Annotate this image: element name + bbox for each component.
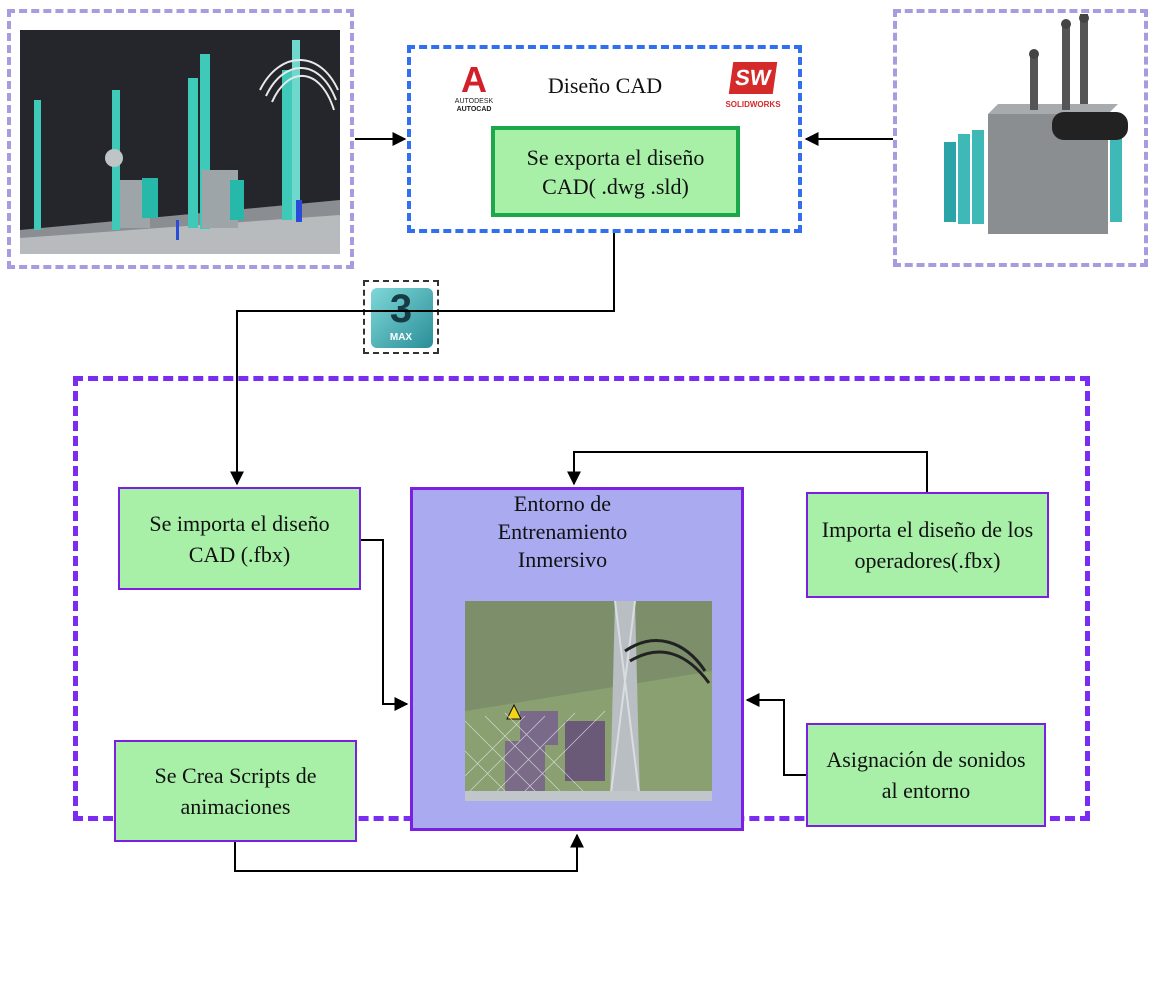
3dsmax-logo-tile: [371, 288, 433, 348]
right-image-frame: [893, 9, 1148, 267]
arrow-operators-to-center: [567, 451, 928, 492]
autocad-logo-line2: AUTOCAD: [456, 106, 492, 113]
3dsmax-logo: 3 MAX: [363, 280, 439, 354]
solidworks-logo-brand: SOLIDWORKS: [725, 100, 781, 109]
3dsmax-logo-number: 3: [389, 287, 413, 331]
cad-design-frame: [407, 45, 802, 233]
autocad-logo: A AUTODESK AUTOCAD: [444, 62, 504, 114]
3dsmax-logo-text: MAX: [389, 332, 413, 343]
export-cad-box: Se exporta el diseño CAD( .dwg .sld): [491, 126, 740, 217]
autocad-logo-line1: AUTODESK: [454, 98, 494, 105]
solidworks-logo: SW SOLIDWORKS: [718, 62, 788, 122]
import-cad-text: Se importa el diseño CAD (.fbx): [149, 510, 330, 567]
arrow-export-to-import: [230, 233, 615, 486]
import-operators-box: Importa el diseño de los operadores(.fbx…: [806, 492, 1049, 598]
vr-substation-image: [465, 601, 712, 801]
cad-design-title: Diseño CAD: [547, 73, 663, 98]
autocad-logo-letter: A: [461, 59, 487, 100]
arrow-sounds-to-center: [745, 693, 806, 776]
assign-sounds-text: Asignación de sonidos al entorno: [826, 747, 1026, 803]
import-cad-box: Se importa el diseño CAD (.fbx): [118, 487, 361, 590]
animation-scripts-text: Se Crea Scripts de animaciones: [154, 763, 317, 819]
arrow-scripts-to-center: [234, 833, 584, 872]
left-image-frame: [7, 9, 354, 269]
arrow-import-to-center: [361, 539, 409, 711]
assign-sounds-box: Asignación de sonidos al entorno: [806, 723, 1046, 827]
animation-scripts-box: Se Crea Scripts de animaciones: [114, 740, 357, 842]
immersive-environment-title: Entorno de Entrenamiento Inmersivo: [497, 491, 628, 572]
transformer-image: [944, 14, 1128, 234]
export-cad-text: Se exporta el diseño CAD( .dwg .sld): [526, 144, 705, 199]
import-operators-text: Importa el diseño de los operadores(.fbx…: [821, 517, 1034, 573]
substation-cad-image: [20, 30, 340, 254]
